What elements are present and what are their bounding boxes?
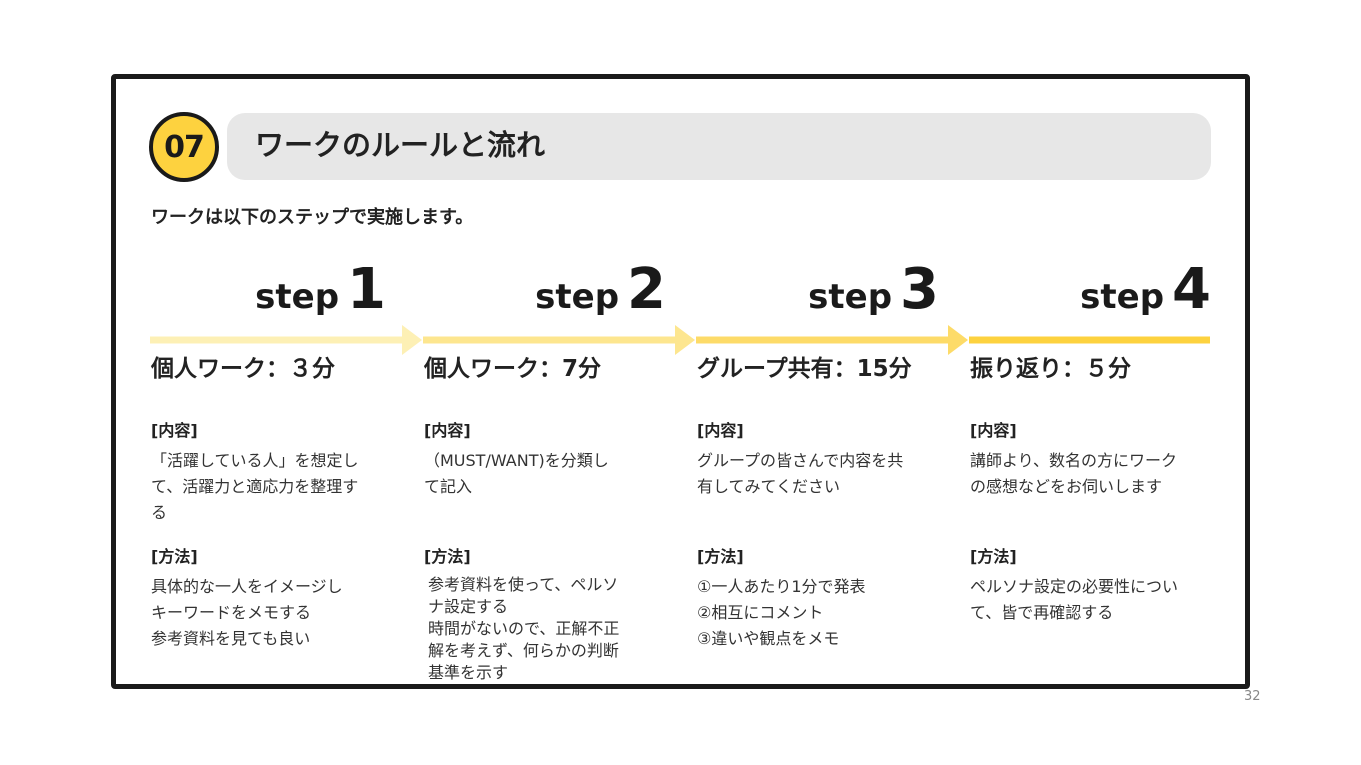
step-4-label: step 4 [969, 262, 1211, 332]
content-label: [内容] [424, 421, 471, 440]
step-word: step [1080, 277, 1165, 317]
content-label: [内容] [151, 421, 198, 440]
step-3-column: グループ共有：15分 [内容] グループの皆さんで内容を共 有してみてください … [697, 352, 942, 652]
method-text: 参考資料を使って、ペルソ ナ設定する 時間がないので、正解不正 解を考えず、何ら… [428, 575, 620, 682]
step-4-column: 振り返り：５分 [内容] 講師より、数名の方にワーク の感想などをお伺いします … [970, 352, 1215, 626]
method-text: 具体的な一人をイメージし キーワードをメモする 参考資料を見ても良い [151, 577, 343, 648]
step-heading: 振り返り：５分 [970, 356, 1131, 382]
content-label: [内容] [697, 421, 744, 440]
flow-arrow-head [402, 325, 422, 355]
flow-arrow-4 [969, 336, 1210, 344]
method-text: ①一人あたり1分で発表 ②相互にコメント ③違いや観点をメモ [697, 577, 866, 648]
content-text: （MUST/WANT)を分類し て記入 [424, 451, 609, 496]
step-number: 1 [347, 257, 386, 322]
step-word: step [255, 277, 340, 317]
flow-arrow-head [675, 325, 695, 355]
step-number: 2 [627, 257, 666, 322]
step-word: step [535, 277, 620, 317]
content-label: [内容] [970, 421, 1017, 440]
step-1-column: 個人ワーク：３分 [内容] 「活躍している人」を想定し て、活躍力と適応力を整理… [151, 352, 396, 652]
section-number-badge: 07 [149, 112, 219, 182]
method-label: [方法] [970, 547, 1017, 566]
step-heading: 個人ワーク：7分 [424, 356, 602, 382]
page-title: ワークのルールと流れ [255, 128, 546, 162]
intro-text: ワークは以下のステップで実施します。 [151, 207, 474, 228]
content-text: 講師より、数名の方にワーク の感想などをお伺いします [970, 451, 1178, 496]
flow-arrow-1 [150, 325, 422, 355]
step-heading: 個人ワーク：３分 [151, 356, 335, 382]
flow-arrow-shaft [969, 336, 1210, 344]
step-heading: グループ共有：15分 [697, 356, 912, 382]
method-label: [方法] [424, 547, 471, 566]
step-3-label: step 3 [696, 262, 939, 332]
flow-arrow-shaft [696, 336, 948, 344]
step-number: 4 [1172, 257, 1211, 322]
method-text: ペルソナ設定の必要性につい て、皆で再確認する [970, 577, 1179, 622]
step-1-label: step 1 [150, 262, 386, 332]
step-2-column: 個人ワーク：7分 [内容] （MUST/WANT)を分類し て記入 [方法] 参… [424, 352, 669, 684]
title-bar [227, 113, 1211, 180]
flow-arrow-shaft [423, 336, 675, 344]
page-number: 32 [1244, 689, 1261, 704]
content-text: グループの皆さんで内容を共 有してみてください [697, 451, 904, 496]
method-label: [方法] [697, 547, 744, 566]
method-label: [方法] [151, 547, 198, 566]
flow-arrow-2 [423, 325, 695, 355]
flow-arrow-3 [696, 325, 968, 355]
content-text: 「活躍している人」を想定し て、活躍力と適応力を整理す る [151, 451, 359, 522]
flow-arrow-shaft [150, 336, 402, 344]
flow-arrow-head [948, 325, 968, 355]
step-flow-arrows [150, 325, 1210, 355]
step-number: 3 [900, 257, 939, 322]
step-2-label: step 2 [423, 262, 666, 332]
step-word: step [808, 277, 893, 317]
